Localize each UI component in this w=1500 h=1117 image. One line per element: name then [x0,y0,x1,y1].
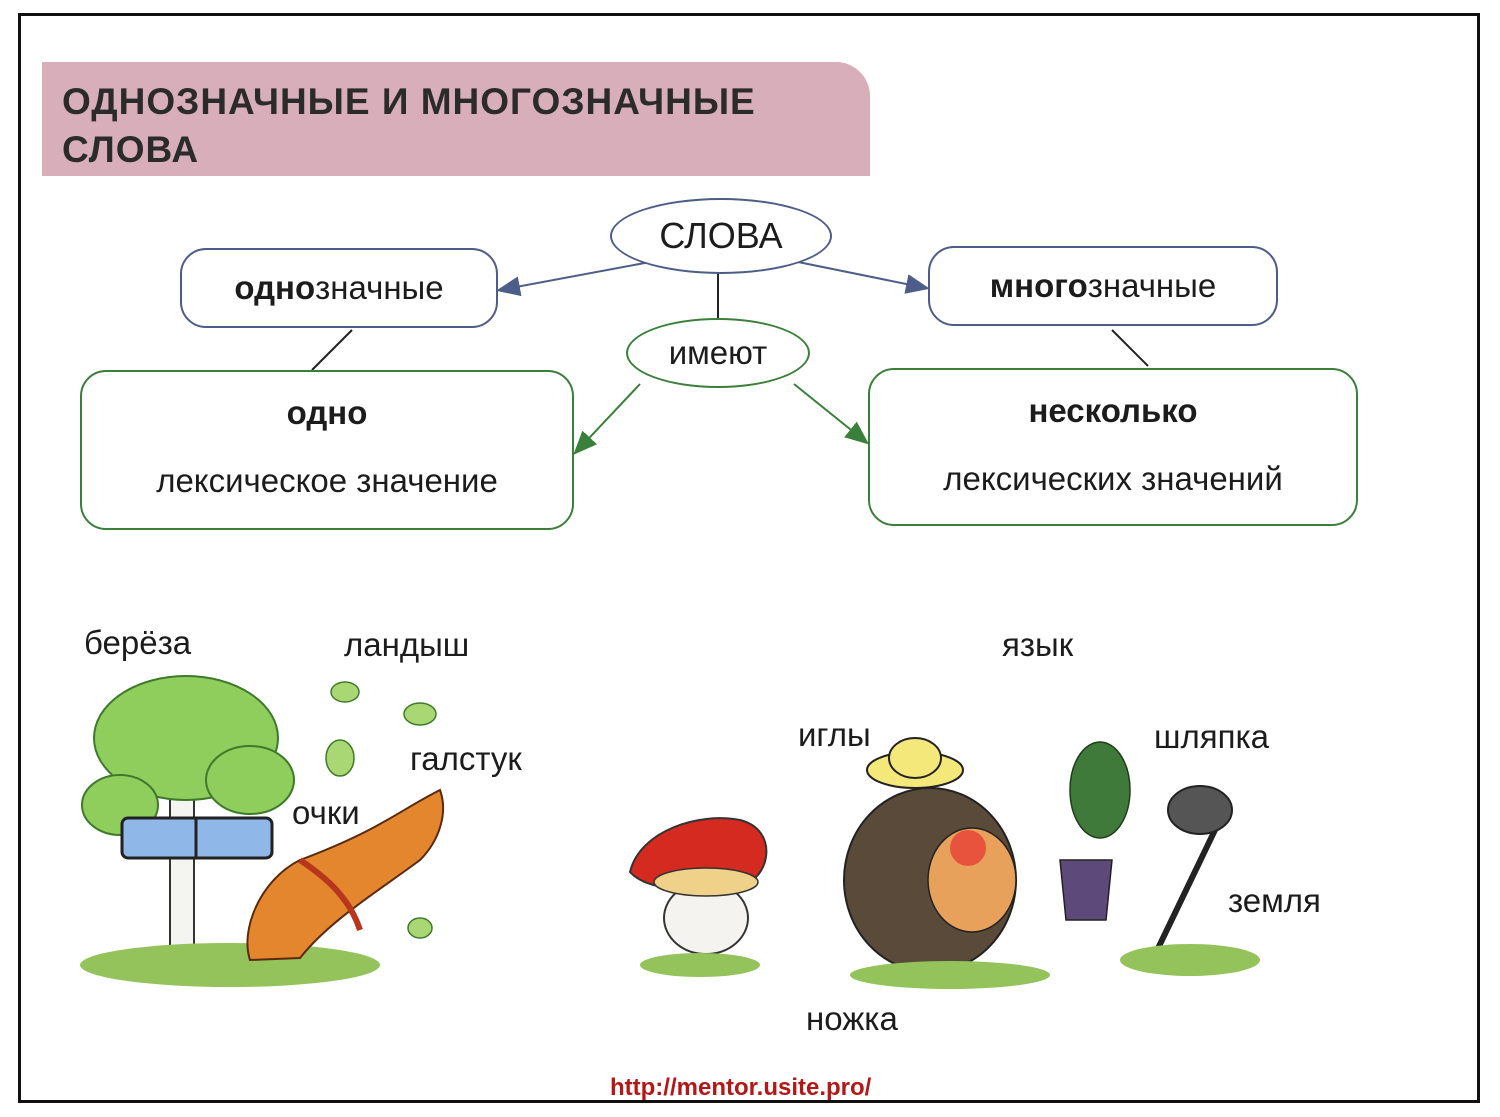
arrow-to-right-type [797,261,930,294]
source-url-link[interactable]: http://mentor.usite.pro/ [610,1074,872,1101]
word-igly: иглы [798,716,871,753]
left-meaning-bold: одно [286,394,368,431]
right-type-to-meaning-line [1111,329,1149,367]
arrow-to-left-type [496,261,651,297]
root-label: СЛОВА [659,215,783,256]
word-zemlya: земля [1228,882,1321,919]
broom-illustration [1059,741,1131,921]
left-type-to-meaning-line [311,329,353,371]
right-meaning-rest: лексических значений [943,460,1283,497]
page-frame [18,13,1480,1103]
shlyapka-illustration [1120,785,1260,976]
leaves-illustration [325,681,437,939]
word-yazyk: язык [1002,626,1074,663]
word-bereza: берёза [84,624,192,661]
page-title: ОДНОЗНАЧНЫЕ И МНОГОЗНАЧНЫЕ СЛОВА [62,81,756,170]
word-ochki: очки [292,794,360,831]
word-shlyapka: шляпка [1154,718,1269,755]
arrow-to-left-meaning [573,383,641,455]
word-galstuk: галстук [410,740,522,777]
right-meaning-node: несколько лексических значений [868,368,1358,526]
left-type-rest: значные [315,269,444,306]
root-node: СЛОВА [610,198,832,274]
left-meaning-node: одно лексическое значение [80,370,574,530]
hedgehog-illustration [843,737,1050,989]
mushroom-illustration [628,817,768,977]
connector-label: имеют [668,334,768,371]
right-meaning-bold: несколько [1028,392,1198,429]
connector-node: имеют [626,318,810,388]
left-type-node: однозначные [180,248,498,328]
right-type-rest: значные [1087,267,1217,304]
left-meaning-rest: лексическое значение [156,462,498,499]
birch-illustration [80,675,380,987]
arrow-to-right-meaning [793,383,870,445]
right-type-bold: много [989,267,1088,304]
left-type-bold: одно [234,269,316,306]
word-nozhka: ножка [806,1000,898,1037]
word-landysh: ландыш [344,626,470,663]
right-type-node: многозначные [928,246,1278,326]
tie-illustration [246,788,445,962]
title-band [42,62,870,176]
